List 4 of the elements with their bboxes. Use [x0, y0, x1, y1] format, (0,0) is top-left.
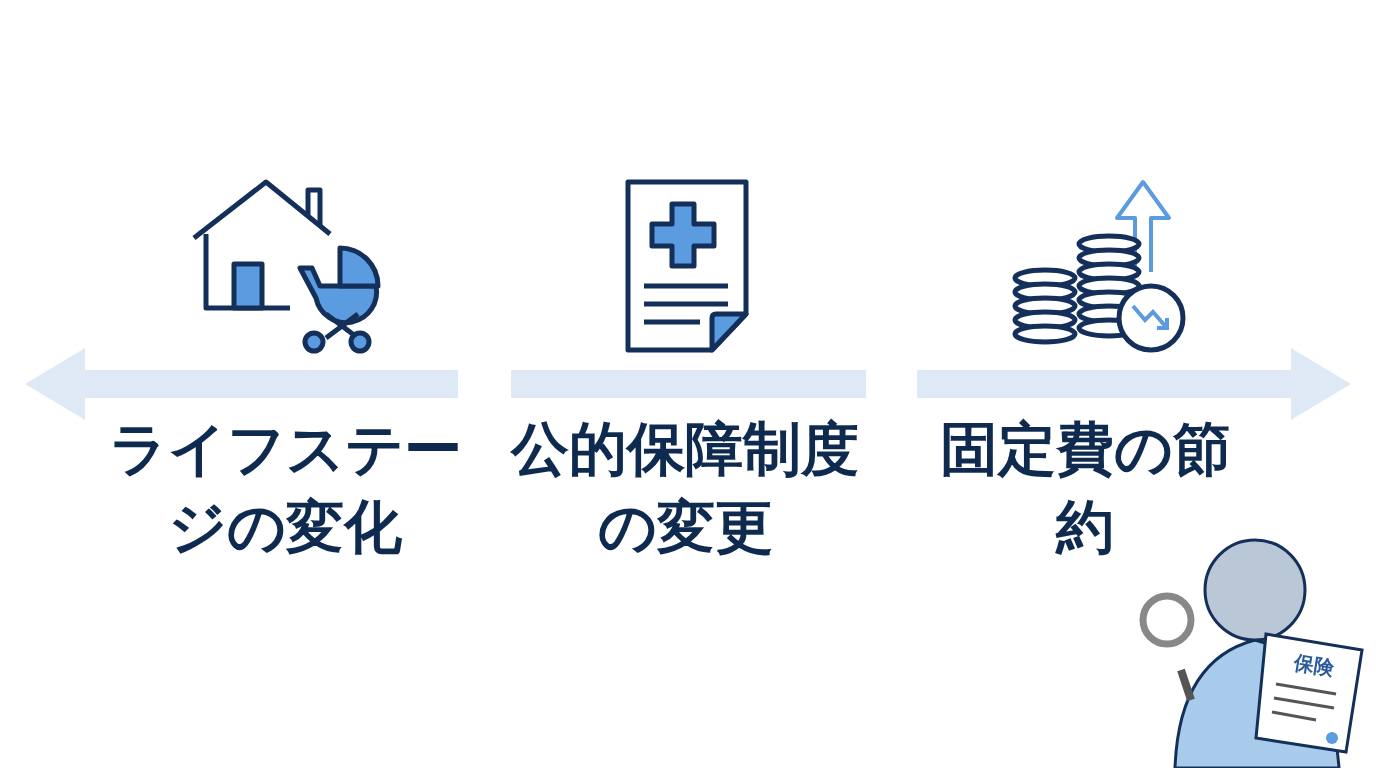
topic-label: 公的保障制度の変更 — [509, 414, 860, 563]
topic-label: ライフステージの変化 — [107, 414, 463, 563]
document-title: 保険 — [1292, 649, 1336, 682]
topic-label: 固定費の節約 — [938, 414, 1232, 563]
